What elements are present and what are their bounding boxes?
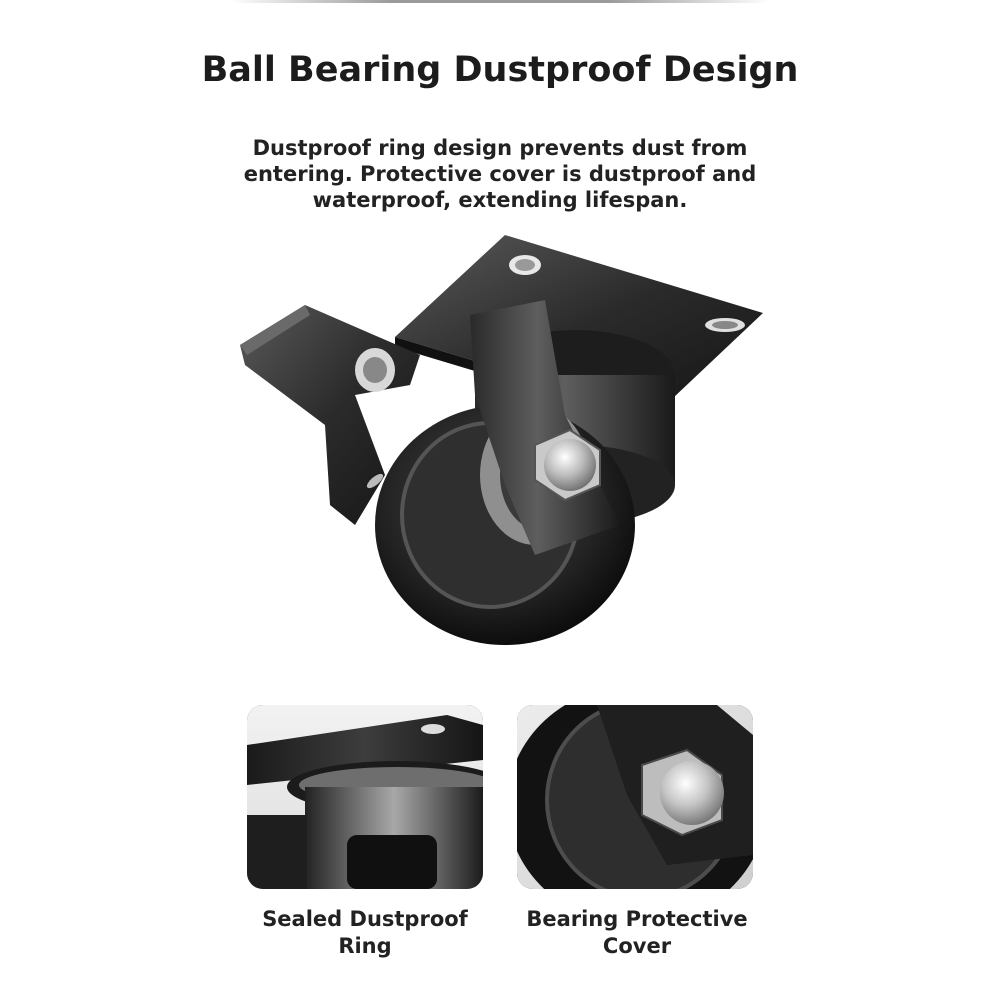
caption-sealed-dustproof-ring: Sealed Dustproof Ring <box>262 907 468 958</box>
bearing-cover-closeup <box>517 705 753 889</box>
caster-wheel-illustration <box>240 235 763 645</box>
caption-bearing-protective-cover: Bearing Protective Cover <box>526 907 748 958</box>
page-title: Ball Bearing Dustproof Design <box>201 50 799 90</box>
page-subtitle: Dustproof ring design prevents dust from… <box>243 136 757 212</box>
dustproof-ring-closeup <box>247 705 483 889</box>
top-divider <box>230 0 770 3</box>
